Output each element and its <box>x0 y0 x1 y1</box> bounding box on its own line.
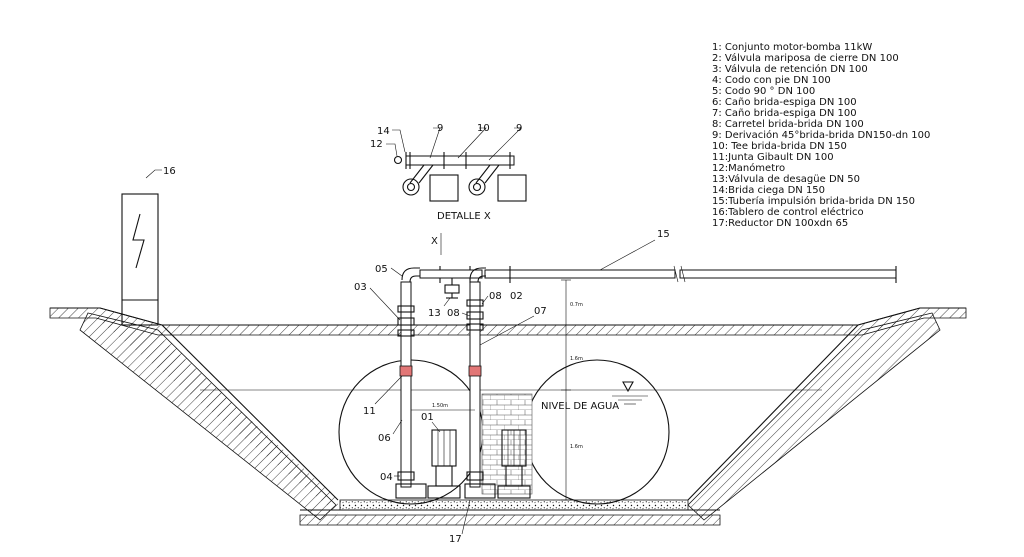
dim-spacing: 1.50m <box>432 403 448 409</box>
discharge-header <box>484 269 676 279</box>
legend-item-5: 5: Codo 90 ° DN 100 <box>712 86 815 97</box>
legend-item-12: 12:Manómetro <box>712 162 785 174</box>
callout-02: 02 <box>510 291 523 302</box>
legend-item-15: 15:Tubería impulsión brida-brida DN 150 <box>712 195 915 207</box>
legend-item-9: 9: Derivación 45°brida-brida DN150-dn 10… <box>712 129 930 141</box>
callout-07: 07 <box>534 306 547 317</box>
pump-right <box>497 429 531 499</box>
legend-item-13: 13:Válvula de desagüe DN 50 <box>712 173 860 185</box>
callout-01: 01 <box>421 412 434 423</box>
callouts: 16 15 05 03 13 08 02 08 07 11 01 06 04 1… <box>163 166 670 545</box>
dimensions: 0.7m 1.6m 1.6m 1.50m <box>411 279 583 501</box>
callout-16: 16 <box>163 166 176 177</box>
legend-item-7: 7: Caño brida-espiga DN 100 <box>712 108 857 119</box>
legend-item-16: 16:Tablero de control eléctrico <box>712 206 864 218</box>
wet-well-right <box>524 359 670 505</box>
detail-valve-box-right <box>497 174 527 202</box>
legend-item-2: 2: Válvula mariposa de cierre DN 100 <box>712 52 899 64</box>
callout-08-top: 08 <box>489 291 502 302</box>
detail-callout-9a: 9 <box>437 123 443 134</box>
callout-15: 15 <box>657 229 670 240</box>
dim-top: 0.7m <box>570 302 583 308</box>
callout-08-bottom: 08 <box>447 308 460 319</box>
legend-item-17: 17:Reductor DN 100xdn 65 <box>712 218 848 229</box>
detail-gauge <box>393 155 403 165</box>
callout-04: 04 <box>380 472 393 483</box>
legend-item-4: 4: Codo con pie DN 100 <box>712 75 831 86</box>
callout-06: 06 <box>378 433 391 444</box>
callout-11: 11 <box>363 406 376 417</box>
callout-03: 03 <box>354 282 367 293</box>
detail-callout-14: 14 <box>377 126 390 137</box>
detail-callout-10: 10 <box>477 123 490 134</box>
riser-left <box>400 281 412 488</box>
legend-item-6: 6: Caño brida-espiga DN 100 <box>712 97 857 108</box>
callout-17: 17 <box>449 534 462 545</box>
detail-branch-left <box>409 164 434 184</box>
detail-x: 14 12 9 10 9 DETALLE X X <box>370 123 527 255</box>
detail-header-pipe <box>405 155 515 166</box>
pump-left <box>427 429 461 499</box>
detail-branch-right <box>475 164 500 184</box>
detail-callout-9b: 9 <box>516 123 522 134</box>
brick-wall <box>481 393 533 495</box>
gibault-joint-left <box>399 365 413 377</box>
callout-05: 05 <box>375 264 388 275</box>
legend-item-1: 1: Conjunto motor-bomba 11kW <box>712 42 872 53</box>
riser-right <box>469 281 481 488</box>
legend-item-11: 11:Junta Gibault DN 100 <box>712 152 834 163</box>
legend-item-3: 3: Válvula de retención DN 100 <box>712 63 868 75</box>
legend-item-14: 14:Brida ciega DN 150 <box>712 185 825 196</box>
detail-callout-12: 12 <box>370 139 383 150</box>
detail-title: DETALLE X <box>437 211 491 222</box>
dim-middle: 1.6m <box>570 356 583 362</box>
parts-legend: 1: Conjunto motor-bomba 11kW 2: Válvula … <box>712 42 930 229</box>
control-panel <box>121 169 162 326</box>
water-level-symbol: NIVEL DE AGUA <box>541 381 648 412</box>
legend-item-8: 8: Carretel brida-brida DN 100 <box>712 119 864 130</box>
callout-13: 13 <box>428 308 441 319</box>
water-level-label: NIVEL DE AGUA <box>541 401 619 412</box>
excavation <box>49 307 967 526</box>
dim-bottom: 1.6m <box>570 444 583 450</box>
detail-marker: X <box>431 236 438 247</box>
legend-item-10: 10: Tee brida-brida DN 150 <box>712 141 847 152</box>
lightning-icon <box>132 213 145 269</box>
detail-valve-box-left <box>429 174 459 202</box>
gibault-joint-right <box>468 365 482 377</box>
